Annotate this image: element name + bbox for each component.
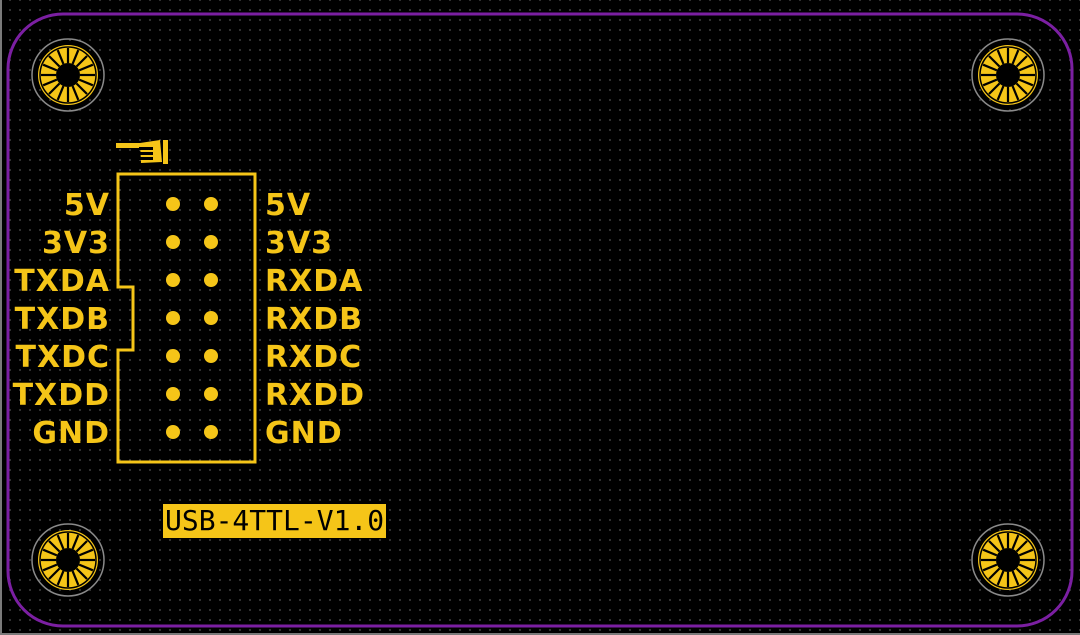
- mounting-hole-top-right: [970, 37, 1046, 113]
- pin-label-left-4: TXDB: [14, 302, 110, 337]
- pin-label-left-2: 3V3: [42, 226, 110, 261]
- pin-label-right-7: GND: [265, 416, 343, 451]
- board-outline: [6, 12, 1074, 628]
- pin-label-right-1: 5V: [265, 188, 312, 223]
- pin-label-right-3: RXDA: [265, 264, 364, 299]
- pin-label-left-3: TXDA: [14, 264, 110, 299]
- version-label: USB-4TTL-V1.0: [163, 504, 387, 538]
- pin-label-left-6: TXDD: [12, 378, 110, 413]
- pin-label-left-5: TXDC: [15, 340, 110, 375]
- pointing-hand-icon: [116, 140, 168, 164]
- pin-label-left-1: 5V: [63, 188, 110, 223]
- pin-label-left-7: GND: [32, 416, 110, 451]
- mounting-hole-bottom-right: [970, 522, 1046, 598]
- pin-label-right-6: RXDD: [265, 378, 366, 413]
- frame-left-edge: [0, 0, 2, 635]
- pin-label-right-2: 3V3: [265, 226, 333, 261]
- frame-bottom-edge: [0, 633, 1080, 635]
- mounting-hole-bottom-left: [30, 522, 106, 598]
- pin-label-right-5: RXDC: [265, 340, 363, 375]
- header-pins: [166, 197, 218, 439]
- pin-label-right-4: RXDB: [265, 302, 363, 337]
- header-connector-outline: [116, 172, 257, 464]
- mounting-hole-top-left: [30, 37, 106, 113]
